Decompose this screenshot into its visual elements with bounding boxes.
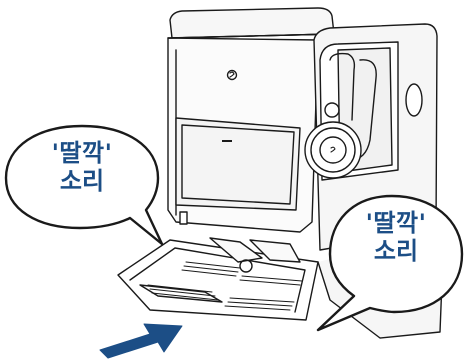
callout-text-right: '딸깍' 소리 xyxy=(346,210,446,265)
dock-body xyxy=(168,34,332,232)
callout-left-line2: 소리 xyxy=(32,168,132,196)
callout-left-line1: '딸깍' xyxy=(32,140,132,168)
direction-arrow-icon xyxy=(100,324,182,358)
callout-right-line2: 소리 xyxy=(346,238,446,266)
brand-logo-icon xyxy=(228,71,237,80)
callout-right-line1: '딸깍' xyxy=(346,210,446,238)
callout-text-left: '딸깍' 소리 xyxy=(32,140,132,195)
